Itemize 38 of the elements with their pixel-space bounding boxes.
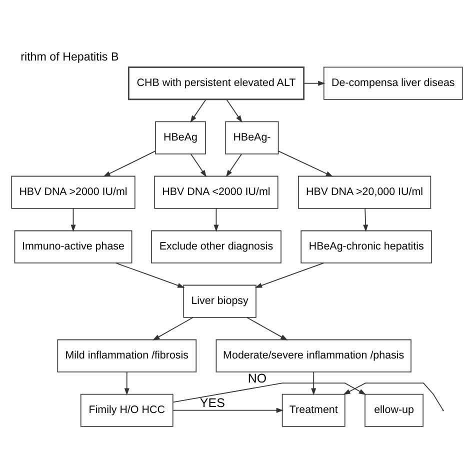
arrow <box>124 372 130 396</box>
arrow <box>172 408 284 413</box>
node-box: Exclude other diagnosis <box>151 230 282 264</box>
arrow <box>214 208 219 232</box>
arrow <box>311 372 316 396</box>
node-box: De-compensa liver diseas <box>323 66 463 100</box>
node-box: Mild inflammation /fibrosis <box>57 339 197 372</box>
arrow <box>152 317 194 340</box>
arrow <box>278 150 334 177</box>
arrow <box>363 208 368 232</box>
node-box: Fimily H/O HCC <box>80 394 174 427</box>
node-box: HBV DNA >20,000 IU/ml <box>298 176 432 209</box>
arrow <box>70 208 76 232</box>
node-box: CHB with persistent elevated ALT <box>128 66 304 100</box>
arrow <box>226 154 242 178</box>
node-box: HBV DNA >2000 IU/ml <box>11 176 136 209</box>
node-box: HBeAg- <box>225 121 279 154</box>
edge-label: YES <box>200 396 225 410</box>
node-box: Treatment <box>282 394 346 427</box>
arrow <box>246 317 288 340</box>
node-box: Moderate/severe inflammation /phasis <box>216 339 412 372</box>
arrow <box>343 382 444 410</box>
node-box: HBeAg-chronic hepatitis <box>300 230 432 264</box>
diagram-title: rithm of Hepatitis B <box>20 50 119 64</box>
node-box: HBeAg <box>155 121 206 154</box>
node-box: Liver biopsy <box>183 284 256 318</box>
arrow <box>190 99 206 123</box>
node-box: HBV DNA <2000 IU/ml <box>154 176 278 209</box>
arrow <box>190 154 207 178</box>
arrow <box>172 382 366 403</box>
edge-label: NO <box>248 371 267 386</box>
arrow <box>103 150 156 177</box>
arrow <box>226 99 242 123</box>
node-box: Immuno-active phase <box>14 230 132 264</box>
arrow <box>115 262 185 288</box>
arrow <box>304 80 326 86</box>
node-box: ellow-up <box>364 394 424 427</box>
arrow <box>254 262 324 288</box>
